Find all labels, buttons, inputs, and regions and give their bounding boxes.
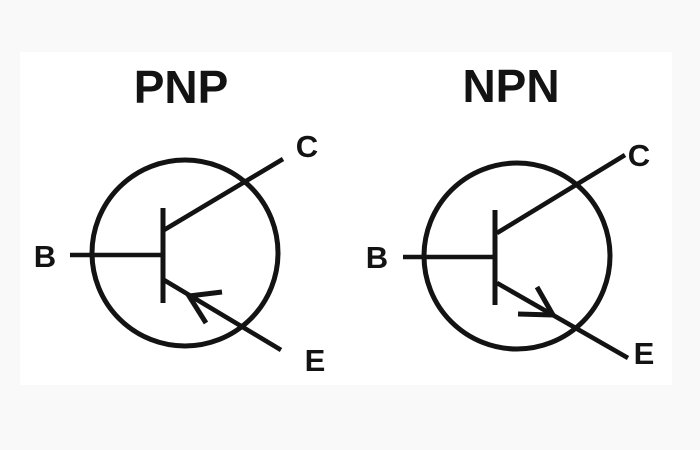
npn-base-label: B xyxy=(366,240,388,275)
pnp-emitter-arrowhead xyxy=(184,289,223,325)
pnp-symbol: PNP B C E xyxy=(34,61,326,378)
pnp-emitter-lead xyxy=(162,278,283,352)
npn-collector-lead xyxy=(495,153,627,235)
pnp-base-label: B xyxy=(34,239,56,274)
pnp-collector-lead xyxy=(162,157,285,232)
npn-emitter-arrowhead xyxy=(517,285,558,318)
pnp-emitter-label: E xyxy=(305,343,326,378)
npn-emitter-lead xyxy=(495,281,630,360)
npn-title: NPN xyxy=(462,60,559,112)
npn-collector-label: C xyxy=(628,138,650,173)
npn-emitter-label: E xyxy=(634,336,655,371)
npn-symbol: NPN B C E xyxy=(366,60,655,371)
pnp-title: PNP xyxy=(134,61,229,113)
pnp-collector-label: C xyxy=(296,129,318,164)
